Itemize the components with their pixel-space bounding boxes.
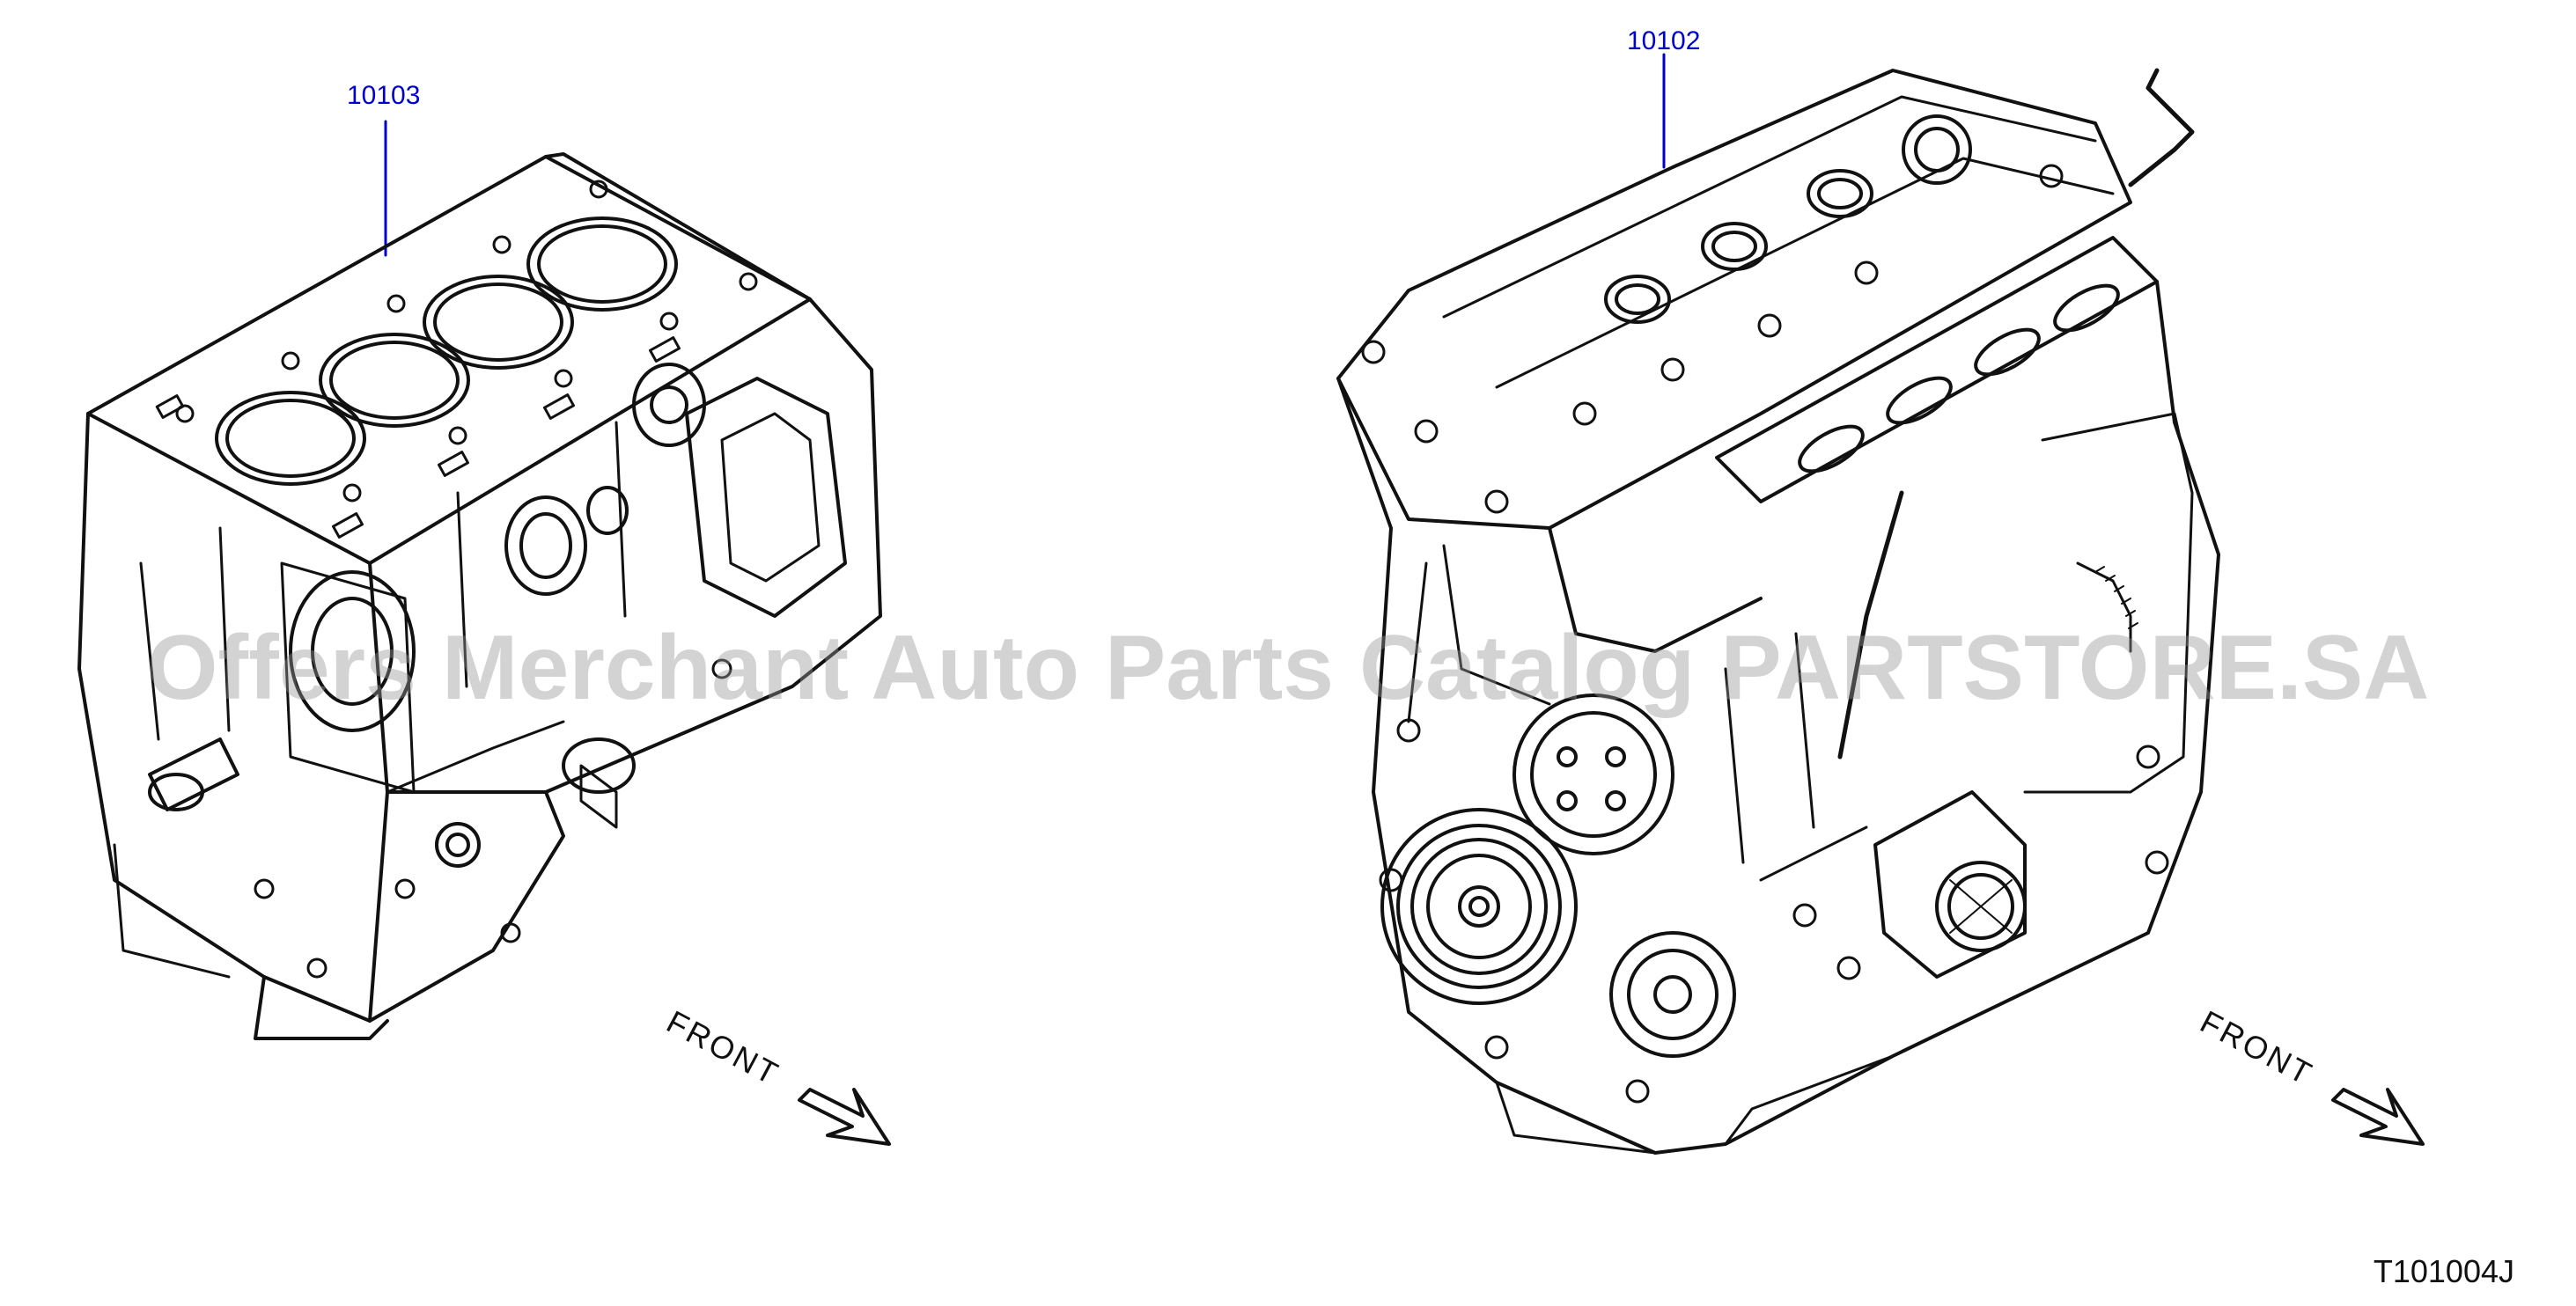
front-arrow-right [2331, 1088, 2425, 1146]
deck-bolt-holes [175, 180, 758, 503]
cylinder-bores [215, 216, 678, 486]
callout-10103[interactable]: 10103 [347, 81, 421, 110]
short-block-drawing [77, 120, 882, 1040]
water-pump-pulley [1512, 693, 1674, 855]
engine-assembly-drawing [1336, 53, 2220, 1155]
crank-pulley [1380, 808, 1578, 1005]
diagram-code: T101004J [2373, 1253, 2514, 1289]
idler-pulley [1609, 931, 1736, 1058]
front-arrow-left [798, 1088, 891, 1146]
callout-10102[interactable]: 10102 [1627, 26, 1701, 55]
alternator [1873, 790, 2027, 979]
